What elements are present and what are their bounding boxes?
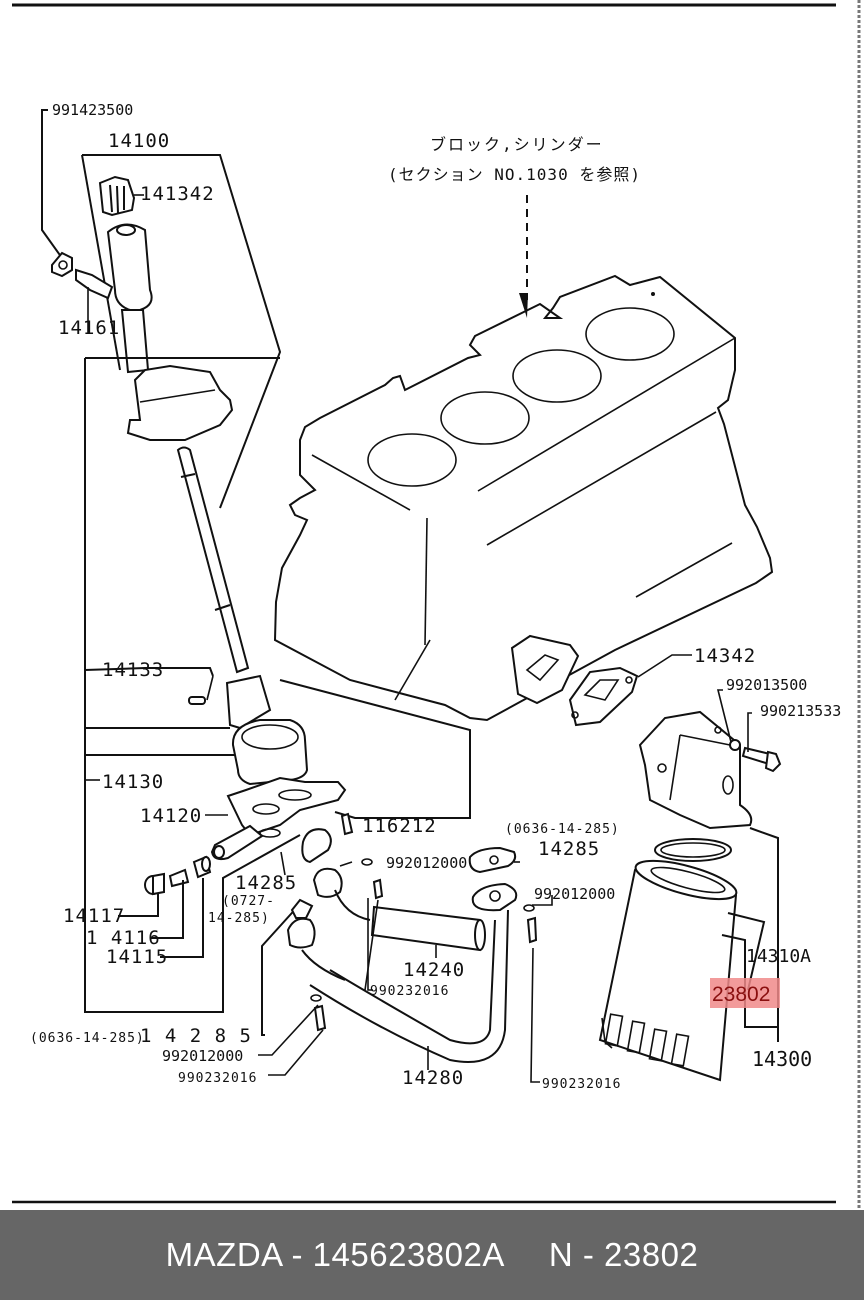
part-footer-banner: MAZDA - 145623802A N - 23802 xyxy=(0,1210,864,1300)
part-label-990232016-b[interactable]: 990232016 xyxy=(178,1071,257,1086)
part-label-141342[interactable]: 141342 xyxy=(140,183,215,205)
filter-mount-gasket xyxy=(568,654,692,727)
part-label-14285-a-note1: (0727- xyxy=(222,894,275,909)
footer-reference-number: N - 23802 xyxy=(548,1236,699,1273)
part-label-990232016-a[interactable]: 990232016 xyxy=(370,984,449,999)
part-label-14310A[interactable]: 14310A xyxy=(746,946,811,967)
footer-brand-part-number: MAZDA - 145623802A xyxy=(165,1236,505,1273)
part-label-23802[interactable]: 23802 xyxy=(712,983,770,1006)
part-label-992012000-a[interactable]: 992012000 xyxy=(386,854,467,872)
part-label-14285-c[interactable]: 1 4 2 8 5 xyxy=(140,1025,252,1047)
part-label-991423500[interactable]: 991423500 xyxy=(52,101,133,119)
part-label-14285-c-note: (0636-14-285) xyxy=(30,1031,145,1046)
part-label-14240[interactable]: 14240 xyxy=(403,959,465,981)
part-label-992012000-c[interactable]: 992012000 xyxy=(162,1047,243,1065)
part-label-990232016-c[interactable]: 990232016 xyxy=(542,1077,621,1092)
oil-filter xyxy=(598,859,778,1082)
part-label-116212[interactable]: 116212 xyxy=(362,815,437,837)
part-label-992013500[interactable]: 992013500 xyxy=(726,676,807,694)
part-label-14120[interactable]: 14120 xyxy=(140,805,202,827)
pump-rotor-housing xyxy=(84,357,309,786)
nut-and-stud xyxy=(41,109,114,333)
part-label-14130[interactable]: 14130 xyxy=(102,771,164,793)
leader-14285-c xyxy=(261,903,301,1036)
oil-filter-head xyxy=(638,689,782,1042)
part-label-14117[interactable]: 14117 xyxy=(63,905,125,927)
part-label-990213533[interactable]: 990213533 xyxy=(760,702,841,720)
relief-valve-parts xyxy=(118,855,212,958)
leader-14285-a xyxy=(84,780,301,1013)
part-label-14285-a[interactable]: 14285 xyxy=(235,872,297,894)
part-label-14115[interactable]: 14115 xyxy=(106,946,168,968)
part-label-992012000-b[interactable]: 992012000 xyxy=(534,885,615,903)
pump-cover xyxy=(210,776,347,861)
part-label-14133[interactable]: 14133 xyxy=(102,659,164,681)
part-label-14300[interactable]: 14300 xyxy=(752,1047,812,1071)
part-label-14161[interactable]: 14161 xyxy=(58,317,120,339)
part-label-14100[interactable]: 14100 xyxy=(108,130,170,152)
part-label-14285-b[interactable]: 14285 xyxy=(538,838,600,860)
cylinder-block-note-line1: ブロック,シリンダー xyxy=(430,135,604,154)
cylinder-block-note-line2: (セクション NO.1030 を参照) xyxy=(388,165,641,184)
part-label-14116[interactable]: 1 4116 xyxy=(86,927,161,949)
parts-diagram: ブロック,シリンダー (セクション NO.1030 を参照) xyxy=(12,0,861,1210)
part-label-14285-a-note2: 14-285) xyxy=(208,911,270,926)
oil-pickup-assembly xyxy=(258,812,553,1083)
part-label-14342[interactable]: 14342 xyxy=(694,645,756,667)
part-label-14280[interactable]: 14280 xyxy=(402,1067,464,1089)
highlight-23802[interactable] xyxy=(710,978,780,1008)
part-label-14285-b-note: (0636-14-285) xyxy=(505,822,620,837)
cylinder-block xyxy=(273,274,774,722)
oil-pump-drive-assembly xyxy=(81,154,282,674)
